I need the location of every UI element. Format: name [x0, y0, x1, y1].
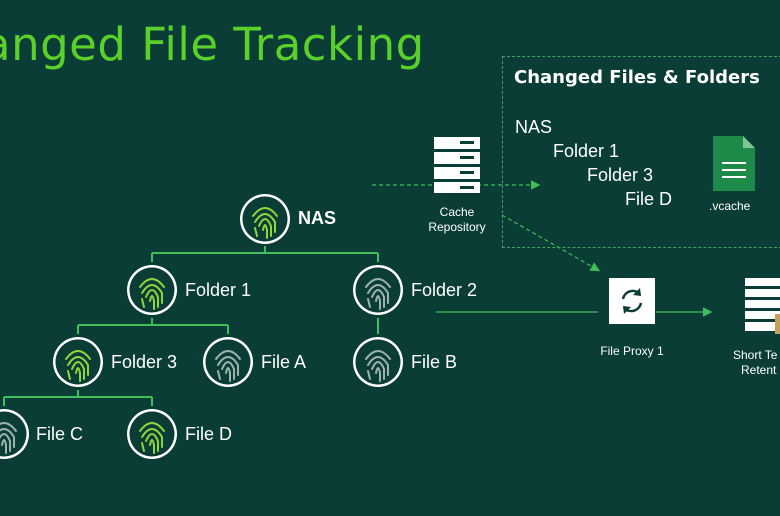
document-icon — [713, 136, 755, 191]
node-label-file-b: File B — [411, 352, 458, 372]
fingerprint-icon — [353, 265, 403, 315]
node-label-nas: NAS — [298, 208, 337, 228]
fingerprint-icon — [240, 194, 290, 244]
node-label-folder3: Folder 3 — [111, 352, 178, 372]
panel-item-folder3: Folder 3 — [587, 165, 654, 185]
fingerprint-icon — [353, 337, 403, 387]
node-label-file-a: File A — [261, 352, 307, 372]
panel-item-nas: NAS — [515, 117, 553, 137]
node-label-file-c: File C — [36, 424, 84, 444]
server-icon — [745, 278, 780, 334]
fingerprint-icon — [53, 337, 103, 387]
fingerprint-icon — [127, 265, 177, 315]
panel-item-file-d: File D — [625, 189, 673, 209]
node-label-folder1: Folder 1 — [185, 280, 252, 300]
page-title: hanged File Tracking — [0, 18, 425, 71]
cache-repository-label-1: Cache — [439, 205, 475, 219]
short-term-label-2: Retent — [741, 363, 777, 377]
cache-repository-label-2: Repository — [428, 220, 486, 234]
fingerprint-icon — [0, 409, 29, 459]
file-proxy-label: File Proxy 1 — [600, 344, 664, 358]
tree-connectors — [3, 246, 379, 406]
server-icon — [434, 137, 480, 193]
changed-files-panel — [502, 56, 780, 248]
short-term-label-1: Short Te — [733, 348, 778, 362]
fingerprint-icon — [127, 409, 177, 459]
node-label-file-d: File D — [185, 424, 233, 444]
sync-icon — [609, 278, 655, 324]
node-label-folder2: Folder 2 — [411, 280, 478, 300]
fingerprint-icon — [203, 337, 253, 387]
cache-to-proxy-arrow — [501, 214, 601, 272]
vcache-label: .vcache — [709, 199, 751, 213]
panel-item-folder1: Folder 1 — [553, 141, 620, 161]
panel-title: Changed Files & Folders — [514, 67, 760, 88]
